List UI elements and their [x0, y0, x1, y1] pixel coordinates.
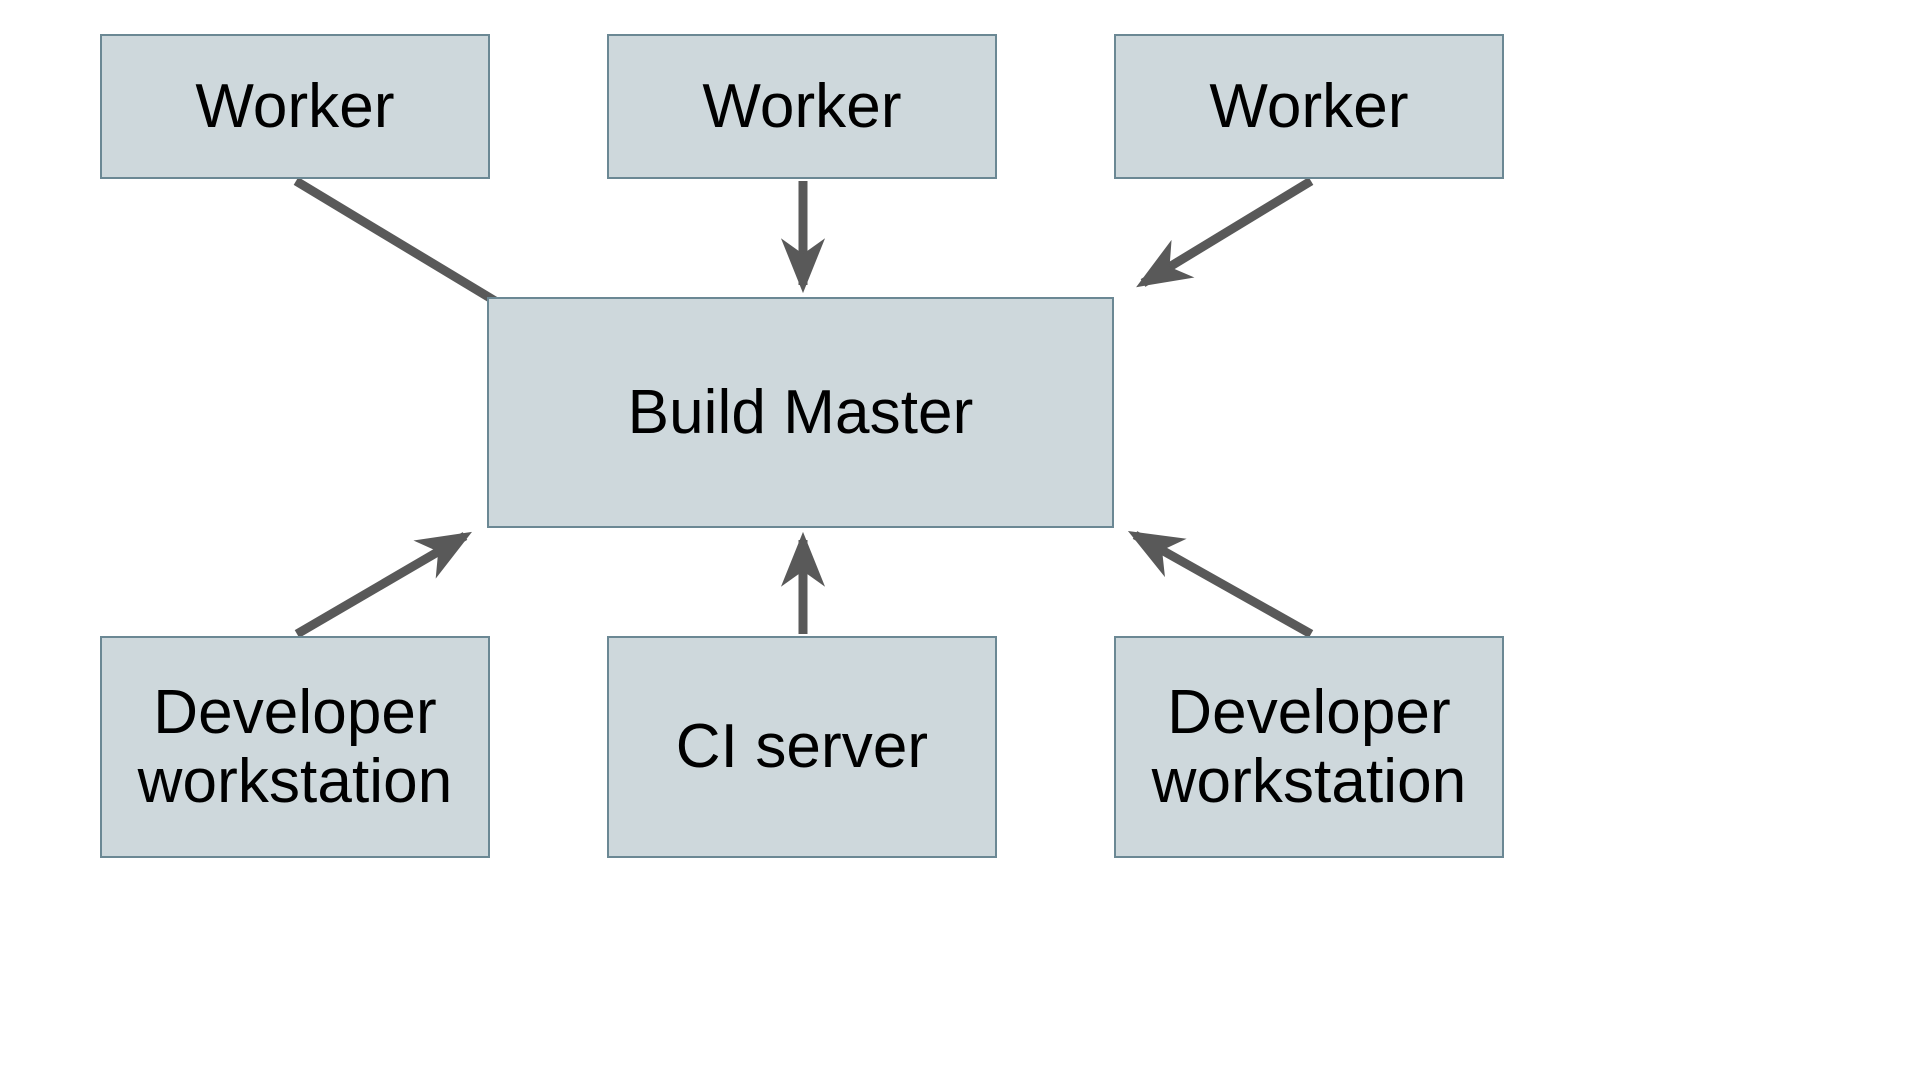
node-worker-mid-label: Worker — [702, 71, 902, 141]
node-worker-right-label: Worker — [1209, 71, 1409, 141]
node-build-master[interactable]: Build Master — [487, 297, 1114, 528]
node-worker-left-label: Worker — [195, 71, 395, 141]
node-ci-server[interactable]: CI server — [607, 636, 997, 858]
node-developer-workstation-left[interactable]: Developer workstation — [100, 636, 490, 858]
node-developer-workstation-right[interactable]: Developer workstation — [1114, 636, 1504, 858]
node-developer-workstation-right-label: Developer workstation — [1151, 677, 1467, 816]
node-ci-server-label: CI server — [675, 712, 929, 782]
edge-dev-right-to-master — [1127, 531, 1314, 638]
node-developer-workstation-left-label: Developer workstation — [137, 677, 453, 816]
node-worker-right[interactable]: Worker — [1114, 34, 1504, 179]
node-worker-left[interactable]: Worker — [100, 34, 490, 179]
edge-worker-right-to-master — [1136, 177, 1314, 288]
node-worker-mid[interactable]: Worker — [607, 34, 997, 179]
edge-dev-left-to-master — [294, 531, 472, 638]
node-build-master-label: Build Master — [627, 377, 974, 447]
